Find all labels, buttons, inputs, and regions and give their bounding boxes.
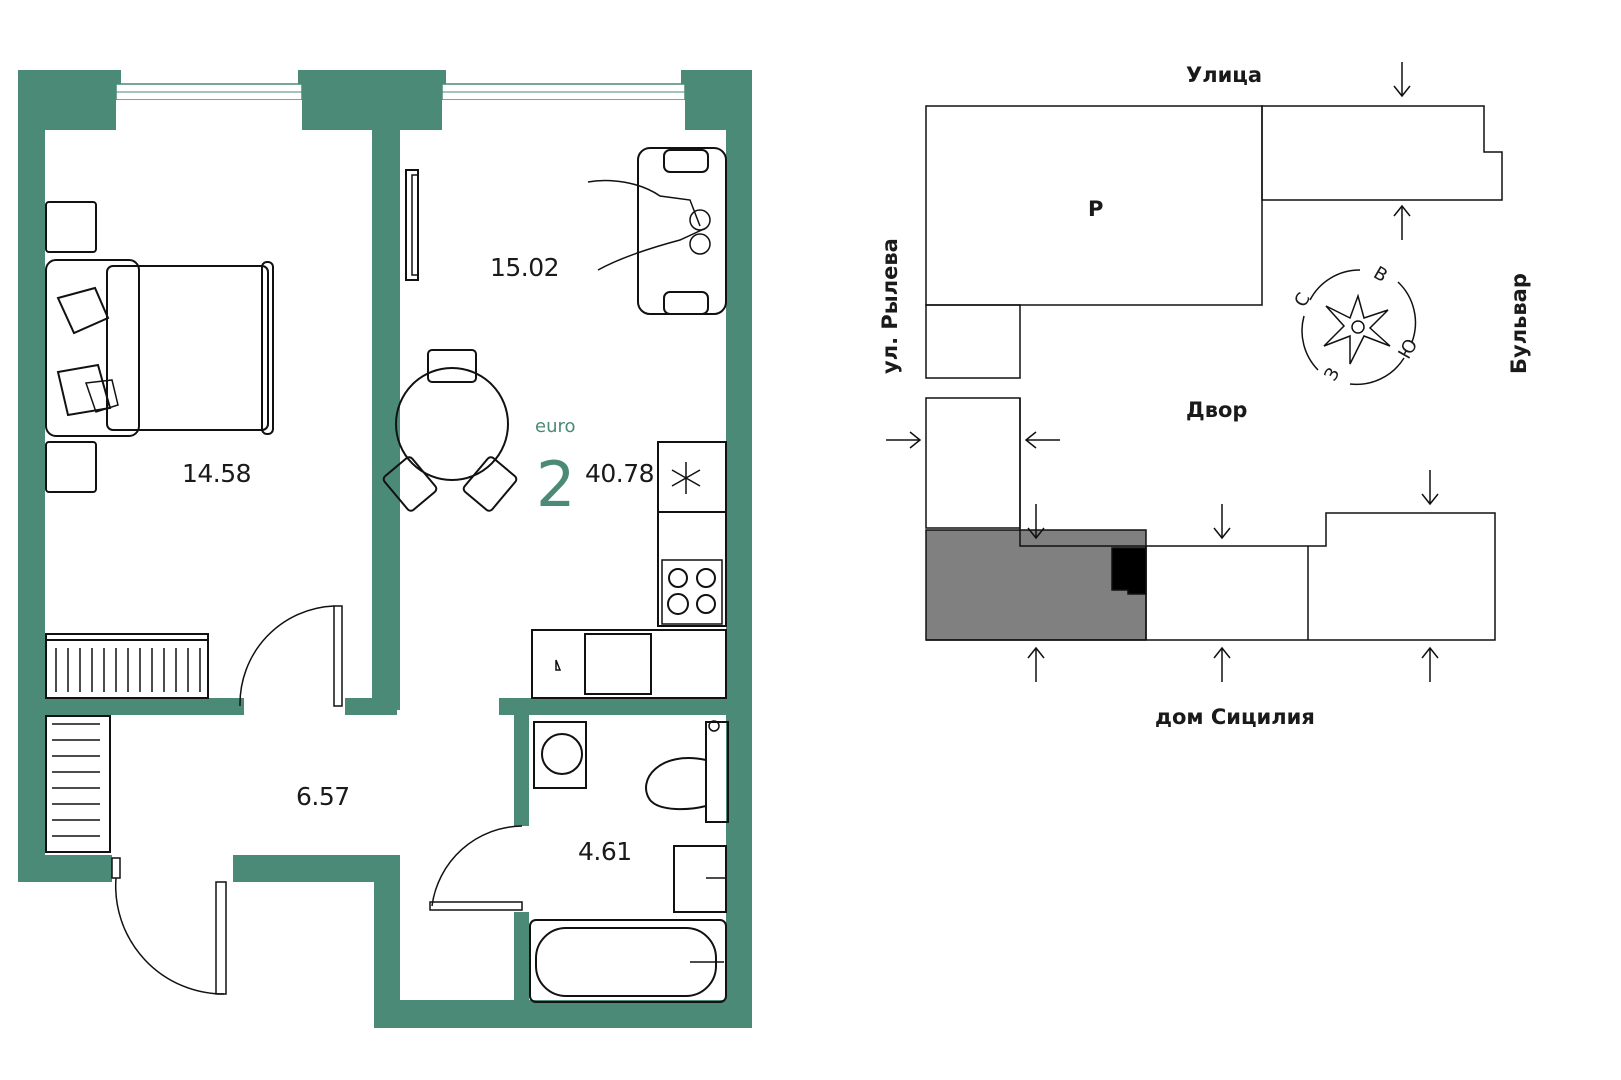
compass-east: В <box>1370 262 1391 286</box>
total-area: 40.78 <box>585 459 654 488</box>
sink <box>673 845 727 913</box>
living-area: 15.02 <box>490 253 559 282</box>
rooms-count: 2 <box>536 448 575 521</box>
entry-arrows <box>886 62 1439 682</box>
compass-west: З <box>1320 364 1344 384</box>
bed <box>45 259 274 437</box>
bathroom-door <box>429 825 523 911</box>
house-label: дом Сицилия <box>1155 705 1315 729</box>
building-top-left-small <box>925 304 1021 379</box>
apartment-floor-plan: 14.58 15.02 6.57 4.61 euro 2 40.78 <box>18 70 752 1028</box>
building-bottom <box>926 398 1496 641</box>
tv <box>405 169 419 281</box>
apartment-type: euro <box>535 416 576 437</box>
nightstand-bottom <box>45 441 97 493</box>
building-r <box>925 105 1263 306</box>
sofa <box>587 147 727 315</box>
washing-machine <box>533 721 587 789</box>
dining-table <box>382 349 518 512</box>
bathroom-area: 4.61 <box>578 837 632 866</box>
building-letter: Р <box>1088 197 1103 221</box>
bathtub <box>529 919 727 1003</box>
entrance-door <box>111 857 227 995</box>
compass-north: С <box>1290 289 1314 310</box>
apartment-marker <box>1111 547 1147 595</box>
kitchen-counter <box>531 441 727 699</box>
street-top: Улица <box>1186 63 1262 87</box>
building-top-right <box>1261 105 1503 201</box>
radiator-bedroom <box>45 633 209 699</box>
hall-area: 6.57 <box>296 782 350 811</box>
toilet <box>645 720 729 823</box>
compass-south: Ю <box>1394 335 1422 362</box>
window-living <box>441 83 686 130</box>
bedroom-area: 14.58 <box>182 459 251 488</box>
hall-radiator <box>45 715 111 853</box>
street-left: ул. Рылева <box>878 238 902 374</box>
yard-label: Двор <box>1186 398 1247 422</box>
compass-icon <box>1301 269 1417 386</box>
building-left <box>925 397 1021 529</box>
street-right: Бульвар <box>1507 273 1531 374</box>
site-buildings <box>925 105 1503 641</box>
highlighted-section <box>925 529 1147 641</box>
walls <box>18 70 752 1028</box>
window-bedroom <box>115 83 303 130</box>
bedroom-door <box>239 605 343 707</box>
nightstand-top <box>45 201 97 253</box>
